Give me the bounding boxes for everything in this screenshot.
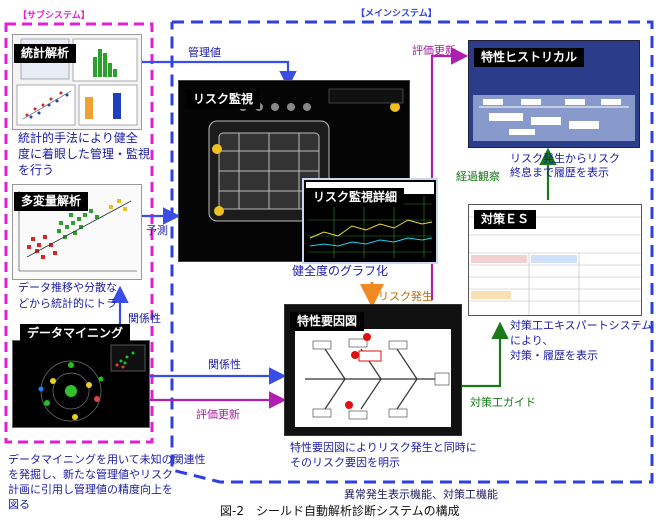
datamining-screenshot [12,340,150,428]
label-kanrichi: 管理値 [188,46,221,59]
stats-description: 統計的手法により健全 度に着眼した管理・監視 を行う [18,131,151,177]
risk-detail-caption: 健全度のグラフ化 [292,264,389,278]
label-kankeisei-right: 関係性 [208,358,241,371]
multivariate-label: 多変量解析 [14,192,89,211]
arrow-taisaku-guide [462,321,509,388]
fishbone-label: 特性要因図 [290,312,365,331]
risk-monitor-label: リスク監視 [186,90,261,109]
label-hyoka-bottom: 評価更新 [196,408,240,421]
stats-screenshot [12,34,142,130]
datamining-description: データマイニングを用いて未知の関連性 を発掘し、新たな管理値やリスク 計画に引用… [8,453,206,511]
label-hyoka-top: 評価更新 [412,44,456,57]
datamining-label: データマイニング [20,324,131,343]
history-screenshot [468,40,640,148]
fishbone-description: 特性要因図によりリスク発生と同時に そのリスク要因を明示 [290,441,477,469]
risk-detail-label: リスク監視詳細 [306,188,405,207]
arrow-kanrichi [142,60,297,89]
countermeasure-description: 対策工エキスパートシステムにより、 対策・履歴を表示 [510,319,653,362]
label-keika: 経過観察 [456,170,500,183]
main-system-bottom-caption: 異常発生表示機能、対策工機能 [344,488,498,501]
label-yosoku: 予測 [146,224,168,237]
label-kankeisei-left: 関係性 [128,312,161,325]
sub-system-title: 【サブシステム】 [18,11,90,21]
main-system-title: 【メインシステム】 [356,9,437,19]
figure-caption: 図-2 シールド自動解析診断システムの構成 [220,504,460,518]
risk-detail-screenshot [302,178,438,264]
sub-system-frame [4,22,154,444]
label-taisaku-guide: 対策工ガイド [470,396,536,409]
fishbone-screenshot [284,304,462,436]
label-risk-hassei: リスク発生 [378,290,433,303]
history-label: 特性ヒストリカル [474,48,585,67]
stats-label: 統計解析 [14,44,77,63]
countermeasure-label: 対策ＥＳ [474,210,537,229]
multivariate-description: データ推移や分散な どから統計的にトラ [18,281,117,310]
main-system-frame [170,20,654,484]
history-description: リスク発生からリスク 終息まで履歴を表示 [510,152,620,179]
